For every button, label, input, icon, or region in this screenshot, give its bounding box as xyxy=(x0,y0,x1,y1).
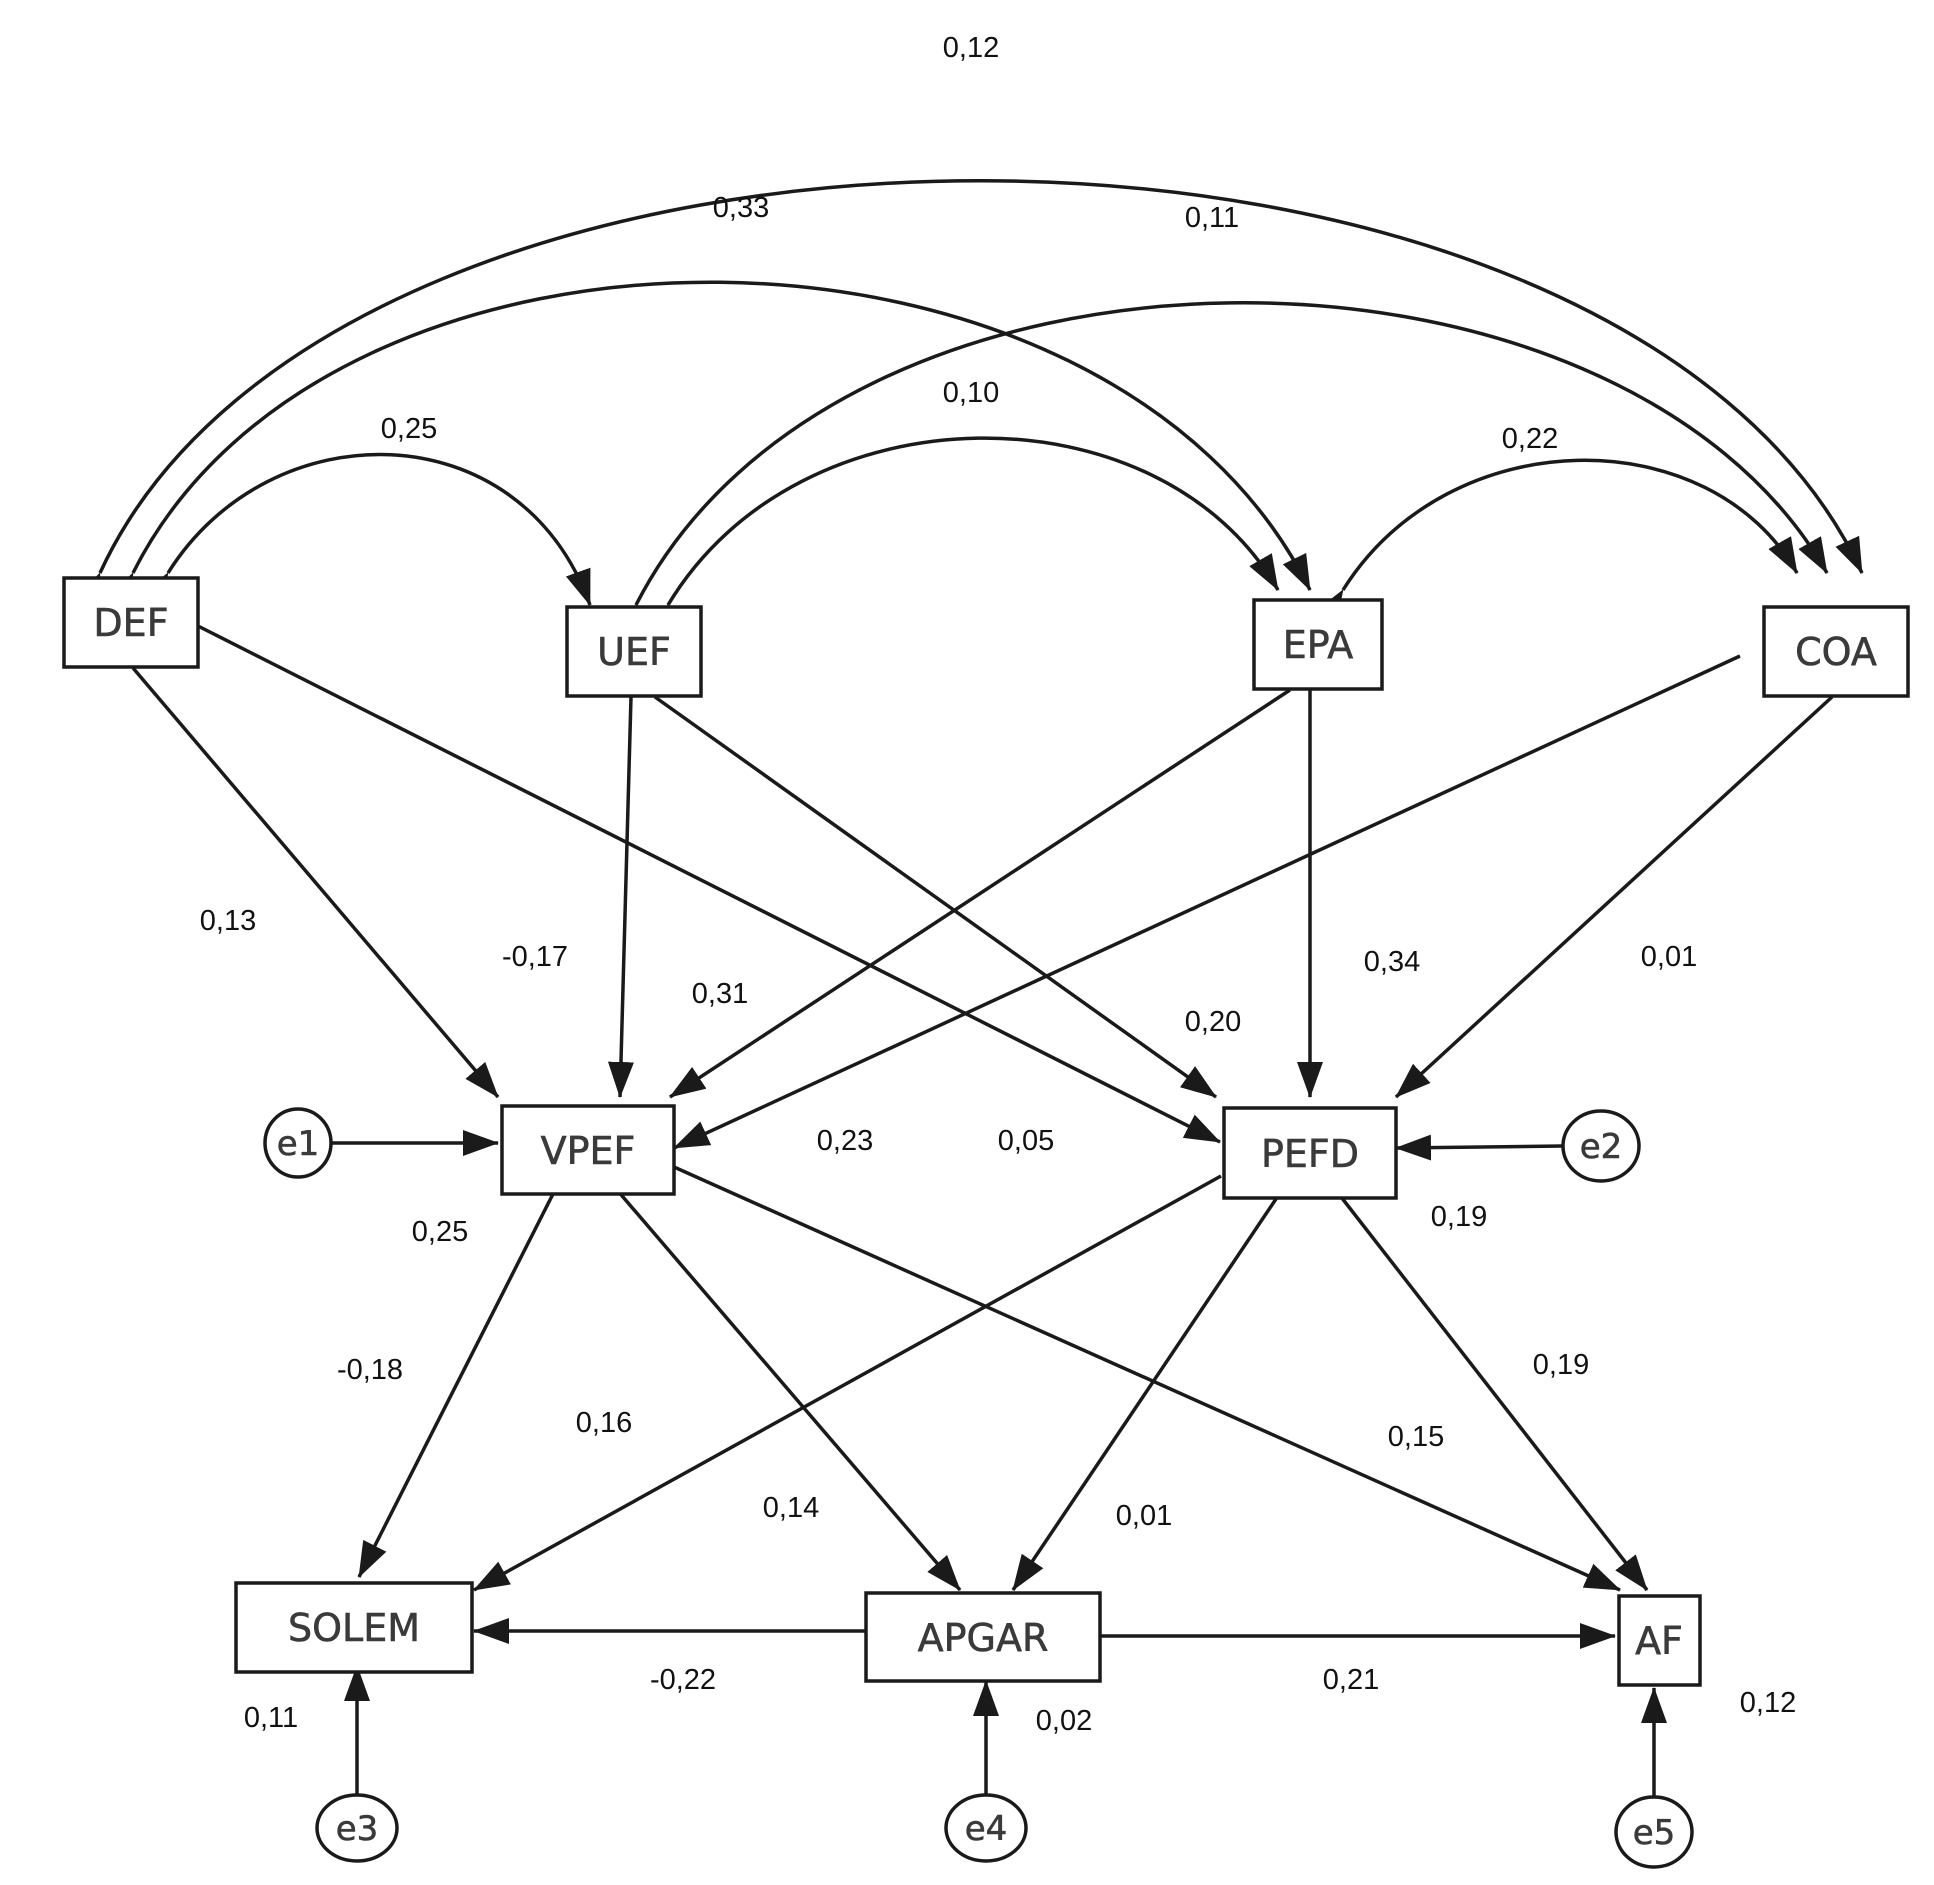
covariance-def-coa xyxy=(73,179,1864,611)
path-def-vpef xyxy=(131,666,500,1099)
node-coa: COA xyxy=(1762,605,1910,698)
path-vpef-solem xyxy=(357,1189,557,1578)
coef-def-epa: 0,33 xyxy=(713,192,769,224)
node-vpef: VPEF xyxy=(500,1104,676,1196)
coef-pefd-apgar: 0,01 xyxy=(1116,1500,1172,1532)
error-e5: e5 xyxy=(1614,1795,1694,1869)
coef-epa-coa: 0,22 xyxy=(1502,423,1558,455)
coef-vpef-apgar: 0,14 xyxy=(763,1492,819,1524)
path-coa-vpef xyxy=(673,654,1741,1150)
error-e4-label: e4 xyxy=(965,1809,1008,1849)
path-coa-pefd xyxy=(1394,695,1834,1099)
error-e1-label: e1 xyxy=(277,1124,320,1164)
coef-vpef-af: 0,15 xyxy=(1388,1421,1444,1453)
coef-uef-vpef: -0,17 xyxy=(502,941,568,973)
path-vpef-apgar xyxy=(615,1188,962,1592)
path-uef-vpef xyxy=(607,696,634,1098)
node-solem: SOLEM xyxy=(234,1581,474,1674)
error-e3: e3 xyxy=(315,1793,399,1863)
coef-def-vpef: 0,13 xyxy=(200,905,256,937)
path-pefd-apgar xyxy=(1011,1192,1282,1591)
coef-apgar-r2: 0,02 xyxy=(1036,1705,1092,1737)
node-solem-label: SOLEM xyxy=(288,1606,420,1650)
node-vpef-label: VPEF xyxy=(541,1129,636,1173)
coef-coa-pefd: 0,01 xyxy=(1641,941,1697,973)
coef-af-r2: 0,12 xyxy=(1740,1687,1796,1719)
coef-apgar-af: 0,21 xyxy=(1323,1664,1379,1696)
path-pefd-solem xyxy=(473,1174,1222,1592)
coef-pefd-r2: 0,19 xyxy=(1431,1201,1487,1233)
coef-solem-r2: 0,11 xyxy=(244,1702,298,1734)
error-e2: e2 xyxy=(1561,1109,1641,1183)
node-epa-label: EPA xyxy=(1283,623,1354,667)
node-apgar-label: APGAR xyxy=(918,1616,1049,1660)
node-def: DEF xyxy=(62,576,200,669)
node-uef: UEF xyxy=(565,605,703,698)
node-def-label: DEF xyxy=(93,601,168,645)
path-pefd-af xyxy=(1336,1191,1649,1592)
coef-epa-vpef: 0,31 xyxy=(692,978,748,1010)
coef-uef-coa: 0,11 xyxy=(1185,202,1239,234)
coef-uef-pefd: 0,20 xyxy=(1185,1006,1241,1038)
node-uef-label: UEF xyxy=(597,630,671,674)
node-af: AF xyxy=(1617,1594,1702,1687)
node-coa-label: COA xyxy=(1795,630,1877,674)
coef-def-uef: 0,25 xyxy=(381,413,437,445)
path-uef-pefd xyxy=(653,695,1218,1099)
node-epa: EPA xyxy=(1252,598,1384,691)
coef-vpef-solem: -0,18 xyxy=(337,1354,403,1386)
coef-def-coa: 0,12 xyxy=(943,32,999,64)
covariance-uef-epa xyxy=(638,436,1280,642)
coef-def-pefd: 0,05 xyxy=(998,1125,1054,1157)
path-vpef-af xyxy=(673,1165,1621,1592)
coef-epa-pefd: 0,34 xyxy=(1364,946,1420,978)
node-pefd: PEFD xyxy=(1222,1106,1398,1200)
covariance-def-uef xyxy=(138,452,592,610)
path-e2-pefd xyxy=(1395,1134,1563,1161)
error-e3-label: e3 xyxy=(336,1809,379,1849)
coef-pefd-af: 0,19 xyxy=(1533,1349,1589,1381)
coef-pefd-solem: 0,16 xyxy=(576,1407,632,1439)
covariance-uef-coa xyxy=(608,301,1829,643)
coef-uef-epa: 0,10 xyxy=(943,377,999,409)
coef-vpef-r2: 0,25 xyxy=(412,1216,468,1248)
node-af-label: AF xyxy=(1635,1619,1683,1663)
coef-apgar-solem: -0,22 xyxy=(650,1664,716,1696)
error-e1: e1 xyxy=(263,1107,333,1179)
error-e5-label: e5 xyxy=(1633,1813,1676,1853)
path-epa-vpef xyxy=(669,688,1291,1099)
error-e2-label: e2 xyxy=(1580,1127,1623,1167)
node-apgar: APGAR xyxy=(864,1591,1102,1683)
path-def-pefd xyxy=(197,624,1221,1144)
node-pefd-label: PEFD xyxy=(1261,1132,1359,1176)
error-e4: e4 xyxy=(944,1793,1028,1863)
covariance-epa-coa xyxy=(1313,458,1799,627)
covariance-def-epa xyxy=(105,280,1312,611)
coef-coa-vpef: 0,23 xyxy=(817,1125,873,1157)
